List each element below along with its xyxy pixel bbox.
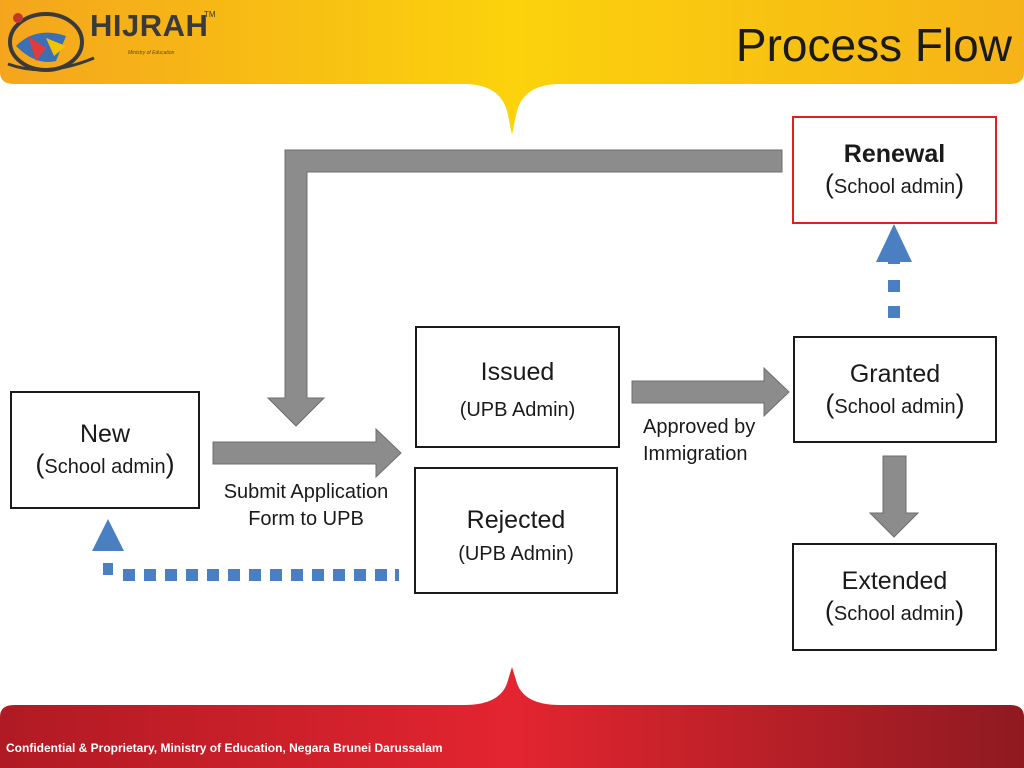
node-rejected-title: Rejected (466, 506, 566, 534)
node-extended-title: Extended (841, 567, 948, 595)
footer-confidential: Confidential & Proprietary, Ministry of … (6, 741, 443, 755)
node-new: New (School admin) (10, 391, 200, 509)
renewal-to-issued-arrow (266, 149, 783, 427)
node-rejected: Rejected (UPB Admin) (414, 467, 618, 594)
node-issued: Issued (UPB Admin) (415, 326, 620, 448)
header-band (0, 0, 1024, 135)
logo-text: HIJRAH (90, 8, 209, 43)
granted-to-renewal-dashed-arrow (876, 224, 912, 318)
node-renewal-role: School admin (833, 176, 956, 198)
node-renewal: Renewal (School admin) (792, 116, 997, 224)
node-granted-title: Granted (849, 360, 941, 388)
node-extended-role: School admin (833, 603, 956, 625)
new-to-issued-arrow (212, 427, 402, 479)
approved-by-immigration-label: Approved by Immigration (643, 416, 756, 465)
granted-to-extended-arrow (868, 455, 920, 538)
logo-subtitle: Ministry of Education (128, 50, 175, 56)
node-new-role: School admin (44, 456, 166, 478)
logo-emblem-icon (7, 12, 95, 72)
node-renewal-title: Renewal (843, 140, 946, 168)
rejected-to-new-dashed-arrow (92, 519, 399, 581)
submit-application-label: Submit Application Form to UPB (223, 481, 389, 530)
node-extended: Extended (School admin) (792, 543, 997, 651)
slide-title: Process Flow (735, 19, 1012, 71)
footer-band (0, 667, 1024, 768)
node-issued-title: Issued (480, 358, 555, 386)
node-granted: Granted (School admin) (793, 336, 997, 443)
node-rejected-role: (UPB Admin) (458, 543, 574, 565)
node-granted-role: School admin (834, 396, 956, 418)
issued-to-granted-arrow (631, 366, 790, 418)
node-new-title: New (79, 420, 130, 448)
hijrah-logo: HIJRAH TM Ministry of Education (6, 6, 216, 76)
logo-trademark: TM (204, 10, 216, 19)
node-issued-role: (UPB Admin) (459, 399, 576, 421)
